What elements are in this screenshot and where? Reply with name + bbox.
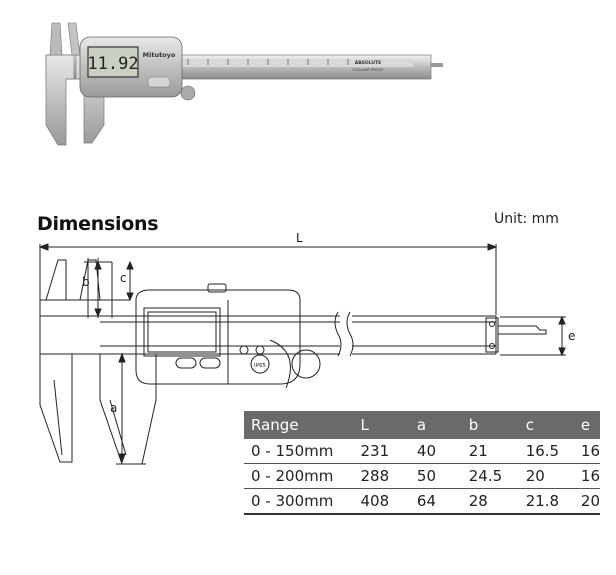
cell-a: 40 <box>409 439 462 464</box>
photo-button <box>147 76 171 88</box>
dimension-label-L: L <box>296 231 303 245</box>
table-row: 0 - 150mm 231 40 21 16.5 16 <box>244 439 600 464</box>
cell-b: 24.5 <box>461 463 519 489</box>
photo-fixed-jaw <box>45 54 75 146</box>
cell-a: 50 <box>409 463 462 489</box>
header-L: L <box>353 411 410 439</box>
ip65-label: IP65 <box>254 363 266 369</box>
photo-scale-sublabel: COOLANT PROOF <box>352 68 383 72</box>
photo-thumb-roller <box>180 85 196 101</box>
cell-e: 16 <box>573 439 600 464</box>
unit-label: Unit: mm <box>494 211 559 227</box>
photo-lcd <box>87 46 139 78</box>
header-e: e <box>573 411 600 439</box>
cell-a: 64 <box>409 488 462 515</box>
cell-L: 231 <box>353 439 410 464</box>
cell-c: 20 <box>518 463 574 489</box>
table-row: 0 - 300mm 408 64 28 21.8 20 <box>244 488 600 515</box>
header-a: a <box>409 411 462 439</box>
table-header-row: Range L a b c e <box>244 411 600 439</box>
photo-lcd-reading: 11.92 <box>87 54 138 74</box>
dimension-label-e: e <box>568 329 575 343</box>
cell-b: 21 <box>461 439 519 464</box>
cell-c: 16.5 <box>518 439 574 464</box>
drawing-fixed-jaw <box>39 259 100 463</box>
dimension-table: Range L a b c e 0 - 150mm 231 40 21 16.5… <box>244 411 600 515</box>
cell-c: 21.8 <box>518 488 574 515</box>
drawing-beam <box>40 311 499 357</box>
dimension-drawing: L b c a e IP65 <box>38 231 575 465</box>
photo-scale-label: ABSOLUTE <box>355 60 381 66</box>
drawing-depth-rod <box>498 315 566 357</box>
dimensions-title: Dimensions <box>37 213 159 235</box>
dimension-line-a <box>116 352 146 465</box>
cell-e: 20 <box>573 488 600 515</box>
header-range: Range <box>244 411 354 439</box>
cell-range: 0 - 200mm <box>244 463 354 489</box>
dimension-line-b <box>84 258 112 318</box>
photo-brand: Mitutoyo <box>143 51 176 59</box>
cell-L: 288 <box>353 463 410 489</box>
cell-e: 16 <box>573 463 600 489</box>
caliper-photo: 11.92 Mitutoyo ABSOLUTE COOLANT PROOF <box>45 22 443 146</box>
dimension-line-c <box>111 260 134 318</box>
table-row: 0 - 200mm 288 50 24.5 20 16 <box>244 463 600 489</box>
header-c: c <box>518 411 574 439</box>
cell-range: 0 - 300mm <box>244 488 354 515</box>
header-b: b <box>461 411 519 439</box>
dimension-line-L <box>38 243 498 315</box>
dimension-label-b: b <box>82 275 90 289</box>
dimension-label-a: a <box>110 401 117 415</box>
drawing-slider-body <box>135 283 301 385</box>
ip65-mark <box>250 354 270 374</box>
cell-L: 408 <box>353 488 410 515</box>
drawing-thumb-roller <box>269 339 321 389</box>
cell-b: 28 <box>461 488 519 515</box>
dimension-label-c: c <box>120 271 127 285</box>
cell-range: 0 - 150mm <box>244 439 354 464</box>
